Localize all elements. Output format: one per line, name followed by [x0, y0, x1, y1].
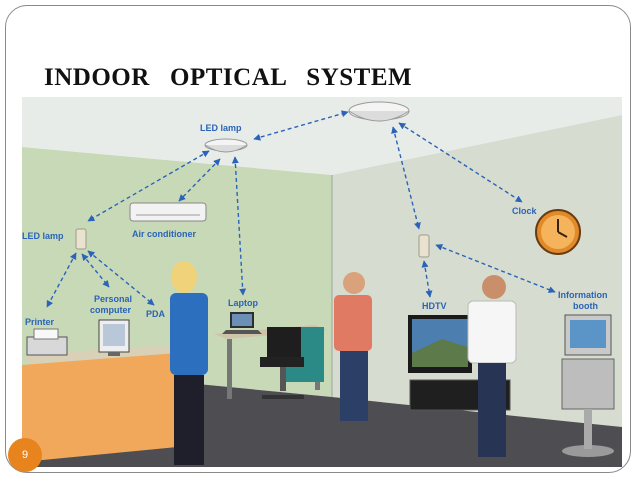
- personal-computer: [99, 320, 129, 356]
- label-printer: Printer: [25, 317, 55, 327]
- label-information-booth-line2: booth: [573, 301, 598, 311]
- label-hdtv: HDTV: [422, 301, 447, 311]
- label-information-booth-line1: Information: [558, 290, 608, 300]
- label-pda: PDA: [146, 309, 166, 319]
- label-air-conditioner: Air conditioner: [132, 229, 196, 239]
- label-personal-computer-line1: Personal: [94, 294, 132, 304]
- air-conditioner: [130, 203, 206, 221]
- label-clock: Clock: [512, 206, 538, 216]
- indoor-scene-diagram: LED lamp LED lamp Air conditioner Printe…: [22, 97, 622, 467]
- wall-lamp-left: [76, 229, 86, 249]
- wall-lamp-right: [419, 235, 429, 257]
- clock: [536, 210, 580, 254]
- label-led-lamp-left: LED lamp: [22, 231, 64, 241]
- counter: [22, 345, 177, 462]
- label-laptop: Laptop: [228, 298, 258, 308]
- page-number-badge: 9: [8, 438, 42, 472]
- label-led-lamp-top: LED lamp: [200, 123, 242, 133]
- slide-title: INDOOR OPTICAL SYSTEM: [44, 64, 412, 92]
- label-personal-computer-line2: computer: [90, 305, 132, 315]
